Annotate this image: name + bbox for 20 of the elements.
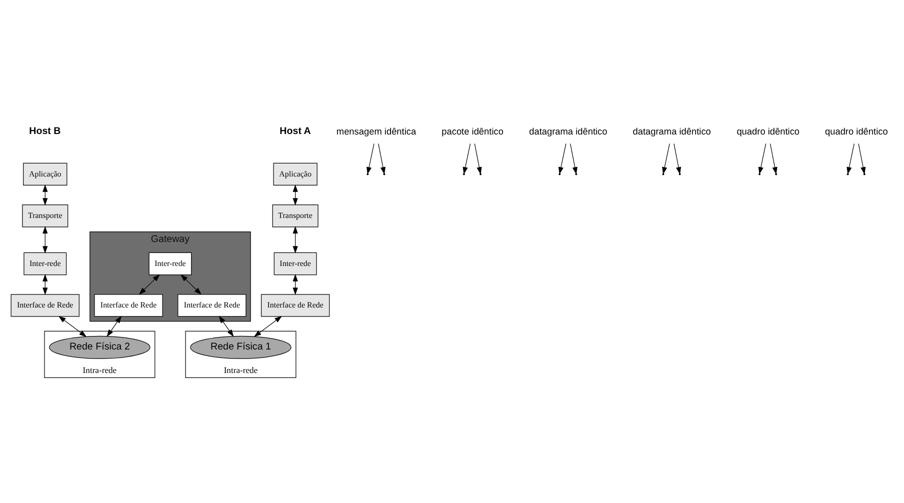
node-ellipse: Rede Física 1 — [190, 335, 292, 358]
label: Host B — [29, 126, 61, 137]
node-text: pacote idêntico — [442, 126, 504, 136]
node-ellipse: Rede Física 2 — [49, 335, 150, 358]
arrow — [106, 315, 122, 336]
arrow — [474, 142, 482, 174]
arrow — [292, 226, 298, 253]
arrow — [758, 142, 766, 174]
arrow — [138, 274, 160, 294]
label: Host A — [280, 126, 311, 137]
node-text: datagrama idêntico — [529, 126, 608, 136]
arrow — [254, 315, 282, 336]
node-text: quadro idêntico — [825, 126, 888, 136]
arrow — [58, 315, 87, 336]
arrow — [180, 274, 202, 294]
node-text: datagrama idêntico — [632, 126, 711, 136]
node-text: quadro idêntico — [736, 126, 800, 136]
arrow — [42, 226, 48, 253]
node-text: mensagem idêntica — [336, 126, 416, 136]
arrow — [218, 315, 234, 336]
